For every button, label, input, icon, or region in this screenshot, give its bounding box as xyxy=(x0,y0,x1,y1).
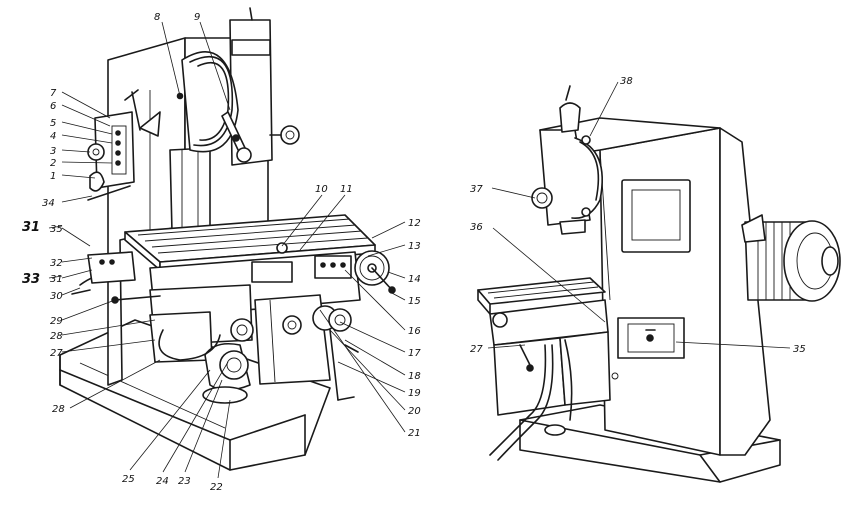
callout-27: 27 xyxy=(50,348,63,359)
right-table-knee xyxy=(477,277,611,461)
left-machine-front-view: 7 6 5 4 3 2 1 34 8 9 10 11 12 13 14 15 1… xyxy=(22,7,421,493)
callout-7: 7 xyxy=(50,88,57,99)
right-base xyxy=(519,404,781,483)
callout-32: 32 xyxy=(50,258,63,269)
callout-19: 19 xyxy=(408,388,421,399)
strike-35 xyxy=(48,225,63,229)
callout-36: 36 xyxy=(470,222,483,233)
callout-20: 20 xyxy=(408,406,421,417)
head-handwheel-icon xyxy=(531,187,553,209)
callout-38: 38 xyxy=(620,76,633,87)
callout-34: 34 xyxy=(42,198,55,209)
callout-1: 1 xyxy=(50,171,56,182)
callout-16: 16 xyxy=(408,326,421,337)
callout-8: 8 xyxy=(154,12,160,23)
callout-22: 22 xyxy=(210,482,223,493)
callout-9: 9 xyxy=(194,12,200,23)
left-feed-gearbox xyxy=(71,251,359,404)
rear-access-door xyxy=(621,179,691,253)
callout-37: 37 xyxy=(470,184,483,195)
callout-4: 4 xyxy=(50,131,56,142)
callout-27-right: 27 xyxy=(470,344,483,355)
callout-17: 17 xyxy=(408,348,421,359)
callout-26: 28 xyxy=(52,404,65,415)
right-spindle-head xyxy=(531,85,721,235)
callout-11: 11 xyxy=(340,184,353,195)
callout-2: 2 xyxy=(50,158,56,169)
callout-12: 12 xyxy=(408,218,421,229)
right-motor xyxy=(741,214,841,302)
right-callout-labels: 38 37 36 27 35 xyxy=(470,76,806,355)
callout-28: 28 xyxy=(50,331,63,342)
right-column xyxy=(599,127,771,456)
callout-25: 25 xyxy=(122,474,135,485)
left-callout-labels: 7 6 5 4 3 2 1 34 8 9 10 11 12 13 14 15 1… xyxy=(22,12,421,493)
callout-33: 33 xyxy=(22,272,40,287)
callout-13: 13 xyxy=(408,241,421,252)
callout-35-struck: 35 xyxy=(50,224,63,235)
right-leader-lines xyxy=(487,81,791,349)
callout-15: 15 xyxy=(408,296,421,307)
callout-3: 3 xyxy=(50,146,56,157)
callout-5: 5 xyxy=(50,118,56,129)
callout-31: 31 xyxy=(22,220,40,235)
callout-35: 35 xyxy=(793,344,806,355)
right-machine-rear-view: 38 37 36 27 35 xyxy=(470,76,841,483)
callout-10: 10 xyxy=(315,184,328,195)
left-base xyxy=(59,319,331,471)
callout-31-struck: 31 xyxy=(50,274,63,285)
callout-18: 18 xyxy=(408,371,421,382)
strike-31 xyxy=(48,275,63,279)
switch-knob-icon xyxy=(646,334,654,342)
left-spindle-head xyxy=(124,7,300,166)
left-control-panel xyxy=(87,111,135,201)
callout-21: 21 xyxy=(408,428,421,439)
callout-30: 30 xyxy=(50,291,63,302)
callout-23: 23 xyxy=(178,476,191,487)
callout-24: 24 xyxy=(156,476,169,487)
callout-6: 6 xyxy=(50,101,56,112)
callout-14: 14 xyxy=(408,274,421,285)
left-leader-lines xyxy=(61,21,406,479)
callout-29: 29 xyxy=(50,316,63,327)
